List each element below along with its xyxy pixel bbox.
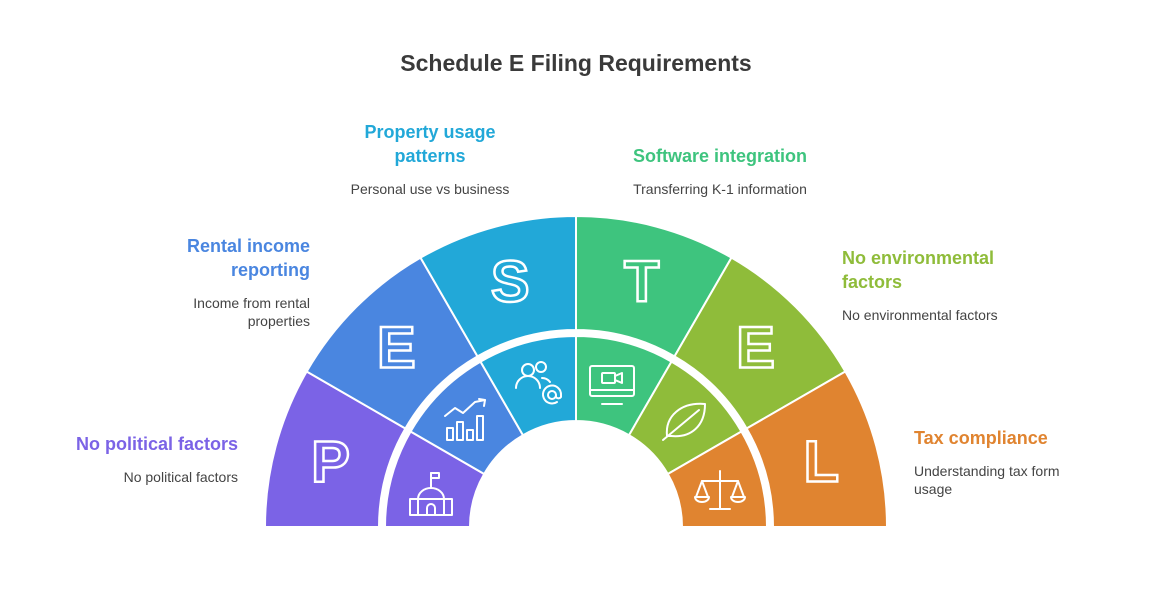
- inner-segment: [666, 430, 769, 528]
- monitor-video-icon: [589, 365, 635, 405]
- label-legal: Tax compliance Understanding tax form us…: [914, 426, 1094, 498]
- segment-icons: [409, 361, 746, 516]
- label-political: No political factors No political factor…: [40, 432, 238, 486]
- users-at-icon: [515, 361, 563, 405]
- segment-heading: Tax compliance: [914, 428, 1048, 448]
- label-social: Property usage patterns Personal use vs …: [340, 120, 520, 198]
- inner-ring: [383, 334, 769, 528]
- leaf-icon: [662, 402, 706, 441]
- segment-heading: Property usage patterns: [364, 122, 496, 166]
- segment-heading: No political factors: [75, 434, 238, 454]
- segment-heading: Software integration: [632, 146, 807, 166]
- segment-description: No political factors: [123, 469, 238, 485]
- segment-letter: P: [311, 429, 350, 494]
- outer-ring: [263, 214, 889, 528]
- segment-heading: No environmental factors: [842, 248, 995, 292]
- label-environmental: No environmental factors No environmenta…: [842, 246, 1032, 324]
- segment-letter: E: [377, 315, 416, 380]
- segment-heading: Rental income reporting: [186, 236, 310, 280]
- segment-description: Transferring K-1 information: [633, 181, 807, 197]
- segment-letter: T: [624, 250, 659, 315]
- bar-chart-trend-icon: [444, 398, 486, 441]
- segment-description: Understanding tax form usage: [914, 463, 1060, 497]
- segment-letter: E: [736, 315, 775, 380]
- diagram-title: Schedule E Filing Requirements: [400, 50, 752, 76]
- label-economic: Rental income reporting Income from rent…: [130, 234, 310, 330]
- outer-segment: [745, 370, 889, 528]
- segment-letter: L: [804, 429, 839, 494]
- capitol-building-icon: [409, 472, 453, 516]
- segment-letter: S: [491, 250, 530, 315]
- label-technological: Software integration Transferring K-1 in…: [610, 144, 830, 198]
- scales-icon: [694, 470, 746, 510]
- segment-description: Income from rental properties: [193, 295, 310, 329]
- segment-description: No environmental factors: [842, 307, 998, 323]
- segment-description: Personal use vs business: [350, 181, 510, 197]
